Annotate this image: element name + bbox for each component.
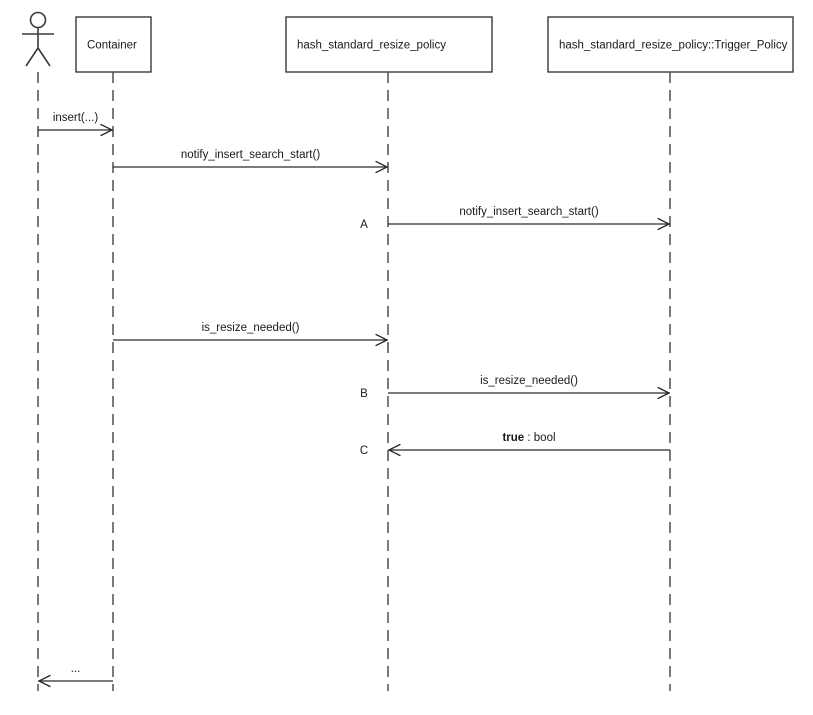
message-label: notify_insert_search_start() [181,149,321,161]
message-m1: insert(...) [38,112,113,137]
arrow-head-icon [657,217,670,231]
message-label: true : bool [502,432,555,444]
lifeline-header-trigger: hash_standard_resize_policy::Trigger_Pol… [547,16,794,73]
message-m3: notify_insert_search_start() A [360,206,670,231]
lifeline-label-container: Container [87,40,137,52]
message-m2: notify_insert_search_start() [113,149,388,174]
arrow-head-icon [375,160,388,174]
lifeline-line-group [37,72,671,691]
arrow-head-icon [38,674,51,688]
arrow-head-icon [388,443,401,457]
message-m4: is_resize_needed() [113,322,388,347]
lifeline-box-container [75,16,152,73]
arrow-head-icon [100,123,113,137]
lifeline-box-group: Container hash_standard_resize_policy hash… [75,16,794,73]
messages-group: insert(...)notify_insert_search_start()n… [38,112,670,688]
lifeline-header-container: Container [75,16,152,73]
message-label: insert(...) [53,112,99,124]
lifeline-box-trigger [547,16,794,73]
message-sequence-tag: A [360,219,368,231]
message-m7: ... [38,663,113,688]
lifeline-box-policy [285,16,493,73]
message-label: ... [71,663,81,675]
arrow-head-icon [375,333,388,347]
message-label: notify_insert_search_start() [459,206,599,218]
lifeline-label-policy: hash_standard_resize_policy [297,40,446,52]
message-label: is_resize_needed() [202,322,300,334]
actor-stick-figure [22,11,54,67]
message-label-rest: : bool [524,432,555,444]
arrow-head-icon [657,386,670,400]
message-label: is_resize_needed() [480,375,578,387]
message-sequence-tag: B [360,388,368,400]
message-sequence-tag: C [360,445,368,457]
message-label-bold-part: true [502,432,524,444]
message-m5: is_resize_needed() B [360,375,670,400]
lifeline-header-policy: hash_standard_resize_policy [285,16,493,73]
lifeline-label-trigger: hash_standard_resize_policy::Trigger_Pol… [559,40,788,52]
